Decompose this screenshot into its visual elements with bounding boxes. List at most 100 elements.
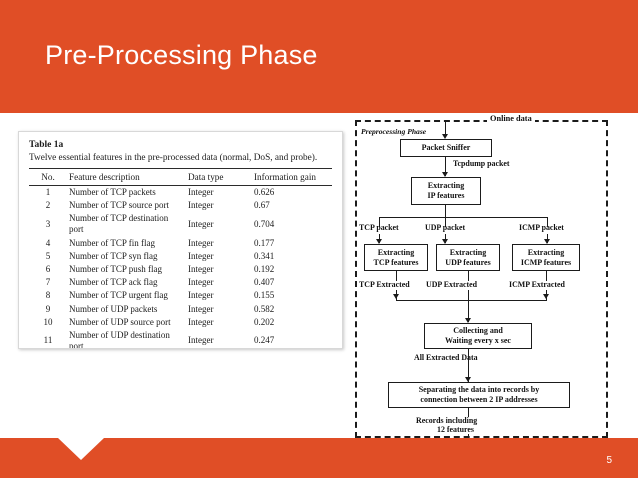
- edge-merge-bus: [396, 300, 547, 301]
- edge-label-tcp-extracted: TCP Extracted: [359, 280, 410, 289]
- cell-gain: 0.192: [254, 264, 275, 275]
- arrowhead-tcp-merge: [393, 294, 399, 299]
- edge-udp-merge: [468, 290, 469, 300]
- edge-separating-out: [468, 408, 469, 417]
- edge-fanout-udp: [445, 217, 446, 227]
- flow-box-packet-sniffer: Packet Sniffer: [400, 139, 492, 157]
- cell-type: Integer: [188, 264, 214, 275]
- edge-fanout-icmp: [547, 217, 548, 227]
- column-header-no: No.: [29, 168, 67, 186]
- table-row: 8 Number of TCP urgent flag Integer 0.155: [29, 289, 332, 302]
- page-number: 5: [606, 455, 612, 466]
- edge-label-udp-extracted: UDP Extracted: [426, 280, 478, 289]
- arrowhead-icmp-to-box: [544, 239, 550, 244]
- flow-box-separating-line2: connection between 2 IP addresses: [420, 395, 538, 404]
- arrowhead-merge-to-collecting: [465, 318, 471, 323]
- flow-box-extract-tcp-line2: TCP features: [373, 257, 419, 267]
- footer-notch-triangle-icon: [58, 438, 104, 460]
- cell-description: Number of TCP source port: [69, 200, 169, 211]
- edge-label-tcp-packet: TCP packet: [359, 223, 399, 232]
- flow-box-extract-ip-line2: IP features: [427, 191, 465, 200]
- table-row: 2 Number of TCP source port Integer 0.67: [29, 199, 332, 212]
- edge-sniffer-to-extract-ip: [445, 157, 446, 176]
- flow-box-extract-udp: Extracting UDP features: [436, 244, 500, 271]
- flow-box-separating: Separating the data into records by conn…: [388, 382, 570, 408]
- cell-description: Number of UDP packets: [69, 303, 158, 314]
- flow-box-collecting: Collecting and Waiting every x sec: [424, 323, 532, 349]
- edge-fanout-bus: [379, 217, 547, 218]
- cell-no: 9: [45, 303, 51, 314]
- flow-box-collecting-line1: Collecting and: [453, 326, 503, 336]
- arrowhead-online-to-sniffer: [442, 134, 448, 139]
- flow-box-extract-tcp: Extracting TCP features: [364, 244, 428, 271]
- flow-box-extract-udp-line2: UDP features: [445, 257, 491, 267]
- cell-description: Number of TCP urgent flag: [69, 290, 168, 301]
- edge-collecting-to-separating: [468, 349, 469, 382]
- cell-no: 10: [43, 316, 53, 327]
- cell-description: Number of TCP syn flag: [69, 250, 158, 261]
- column-header-gain: Information gain: [252, 168, 332, 186]
- cell-gain: 0.341: [254, 250, 275, 261]
- cell-gain: 0.177: [254, 237, 275, 248]
- cell-description: Number of TCP fin flag: [69, 237, 155, 248]
- cell-type: Integer: [188, 218, 214, 229]
- cell-description: Number of TCP destination port: [69, 213, 169, 235]
- cell-description: Number of TCP packets: [69, 187, 156, 198]
- cell-gain: 0.247: [254, 335, 275, 346]
- cell-gain: 0.67: [254, 200, 270, 211]
- edge-label-icmp-packet: ICMP packet: [519, 223, 564, 232]
- cell-type: Integer: [188, 200, 214, 211]
- cell-no: 2: [45, 200, 51, 211]
- column-header-type: Data type: [186, 168, 252, 186]
- flowchart-figure-panel: Preprocessing Phase Online data Packet S…: [355, 114, 608, 442]
- table-header-row: No. Feature description Data type Inform…: [29, 168, 332, 186]
- table-caption-text: Twelve essential features in the pre-pro…: [29, 153, 318, 163]
- cell-type: Integer: [188, 316, 214, 327]
- cell-gain: 0.704: [254, 218, 275, 229]
- edge-label-icmp-extracted: ICMP Extracted: [509, 280, 565, 289]
- flow-box-extract-icmp-line1: Extracting: [527, 247, 565, 257]
- cell-no: 3: [45, 218, 51, 229]
- edge-online-to-sniffer: [445, 122, 446, 134]
- flow-box-extract-ip: Extracting IP features: [411, 177, 481, 205]
- table-figure-panel: Table 1a Twelve essential features in th…: [18, 131, 343, 349]
- features-table: No. Feature description Data type Inform…: [29, 168, 332, 348]
- flow-input-label: Online data: [487, 114, 535, 123]
- cell-gain: 0.155: [254, 290, 275, 301]
- cell-type: Integer: [188, 335, 214, 346]
- cell-type: Integer: [188, 290, 214, 301]
- cell-gain: 0.626: [254, 187, 275, 198]
- cell-type: Integer: [188, 187, 214, 198]
- arrowhead-tcp-to-box: [376, 239, 382, 244]
- arrowhead-collecting-to-separating: [465, 377, 471, 382]
- cell-description: Number of TCP ack flag: [69, 277, 158, 288]
- edge-label-udp-packet: UDP packet: [425, 223, 466, 232]
- edge-label-tcpdump: Tcpdump packet: [453, 159, 510, 168]
- flow-phase-label: Preprocessing Phase: [361, 127, 427, 136]
- flow-box-extract-ip-line1: Extracting: [427, 181, 465, 191]
- cell-no: 6: [45, 264, 51, 275]
- edge-tcp-out: [396, 271, 397, 281]
- flow-box-extract-icmp: Extracting ICMP features: [512, 244, 580, 271]
- cell-no: 1: [45, 187, 51, 198]
- flow-box-extract-icmp-line2: ICMP features: [520, 257, 572, 267]
- edge-tcp-to-box: [379, 234, 380, 243]
- page-title: Pre-Processing Phase: [45, 40, 318, 70]
- cell-gain: 0.582: [254, 303, 275, 314]
- cell-no: 8: [45, 290, 51, 301]
- cell-type: Integer: [188, 237, 214, 248]
- flow-box-extract-udp-line1: Extracting: [449, 247, 487, 257]
- edge-extract-ip-down: [445, 205, 446, 217]
- arrowhead-sniffer-to-extract-ip: [442, 172, 448, 177]
- column-header-desc: Feature description: [67, 168, 186, 186]
- table-row: 3 Number of TCP destination port Integer 0.…: [29, 212, 332, 236]
- cell-gain: 0.202: [254, 316, 275, 327]
- edge-label-all-extracted: All Extracted Data: [414, 353, 478, 362]
- cell-type: Integer: [188, 277, 214, 288]
- arrowhead-udp-to-box: [442, 239, 448, 244]
- edge-merge-to-collecting: [468, 300, 469, 322]
